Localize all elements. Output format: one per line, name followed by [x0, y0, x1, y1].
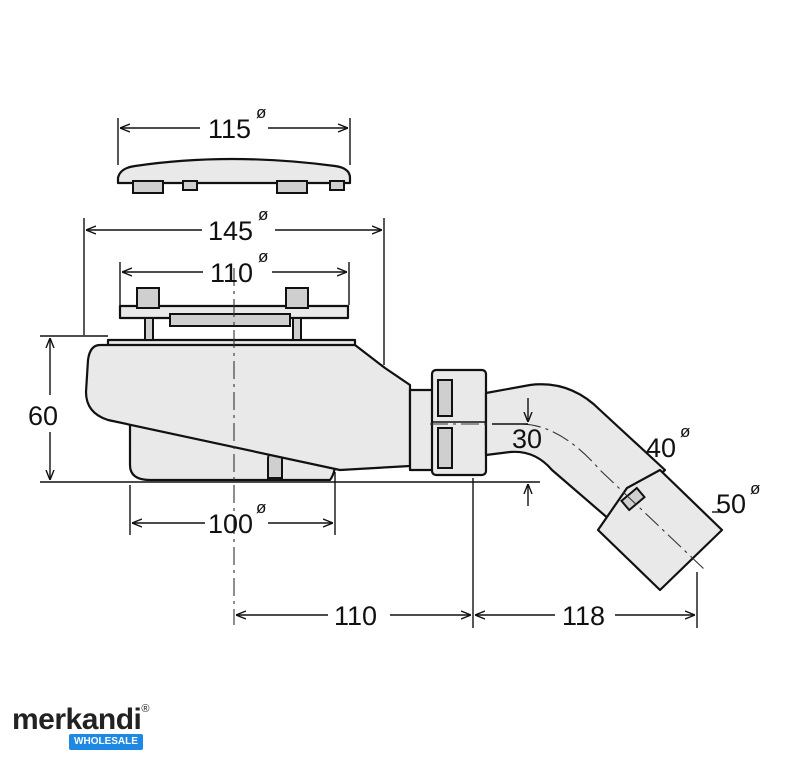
dim-outlet-50: 50: [716, 489, 746, 519]
dim-cover-diameter: 115: [208, 114, 251, 144]
outlet-centerline: [430, 423, 706, 571]
brand-reg: ®: [141, 703, 149, 715]
cover-plate: [116, 157, 352, 194]
dim-outlet-50-symbol: ø: [750, 479, 760, 498]
dim-body-diameter-symbol: ø: [256, 498, 266, 517]
dim-grate-diameter: 110: [210, 258, 253, 288]
dim-flange-diameter-symbol: ø: [258, 205, 268, 224]
outlet-pipe: [484, 383, 724, 592]
brand-logo: merkandi®: [12, 703, 149, 737]
brand-tagline-badge: WHOLESALE: [69, 734, 143, 750]
dim-outlet-40: 40: [646, 433, 676, 463]
dim-length-118: 118: [562, 601, 605, 631]
dim-grate-diameter-symbol: ø: [258, 247, 268, 266]
dim-flange-diameter: 145: [208, 216, 253, 246]
dim-cover-diameter-symbol: ø: [256, 103, 266, 122]
dim-body-diameter: 100: [208, 509, 253, 539]
brand-name: merkandi: [12, 703, 142, 736]
dim-height: 60: [28, 401, 58, 431]
coupling-nut: [408, 368, 488, 477]
dim-water-seal: 30: [512, 424, 542, 454]
dim-length-110: 110: [334, 601, 377, 631]
dim-outlet-40-symbol: ø: [680, 422, 690, 441]
drain-body: [84, 287, 412, 482]
